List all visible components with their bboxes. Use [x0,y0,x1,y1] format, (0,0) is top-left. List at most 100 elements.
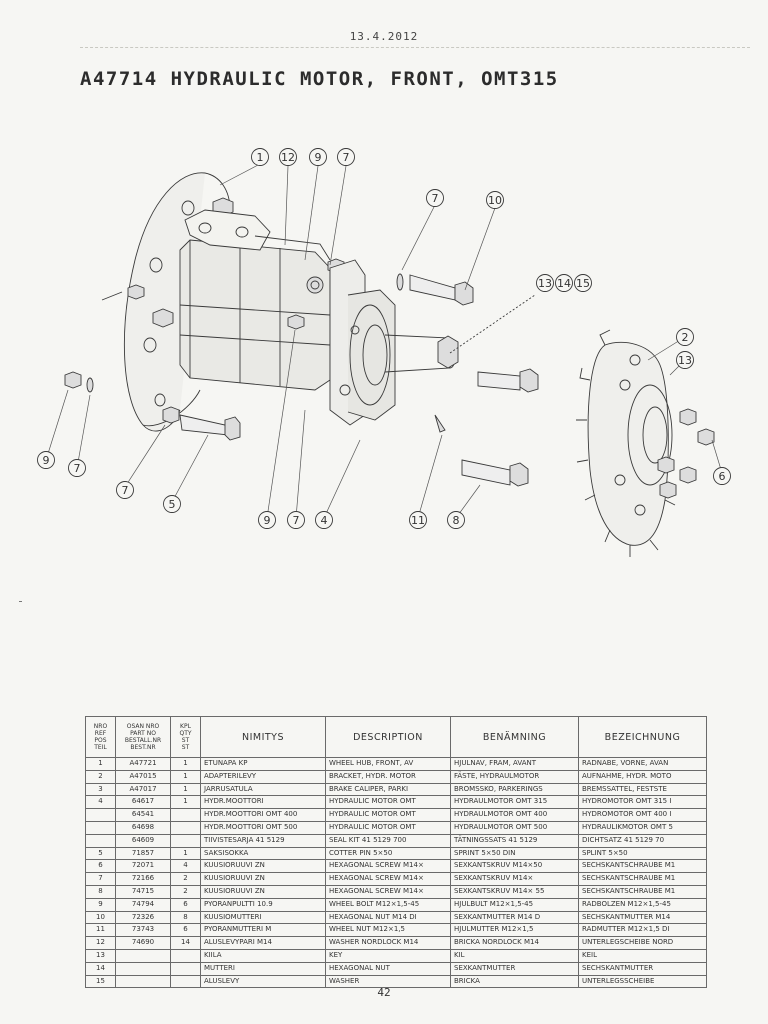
motor-shaft [384,294,536,373]
cell-benamning: SPRINT 5×50 DIN [450,846,579,861]
cell-qty: 8 [170,910,201,925]
cell-benamning: BRICKA NORDLOCK M14 [450,936,579,950]
cell-benamning: SEXKANTSKRUV M14×50 [450,859,579,874]
cell-description: WASHER NORDLOCK M14 [325,936,451,950]
callout-11 [409,511,427,529]
cell-description: BRACKET, HYDR. MOTOR [325,769,451,784]
cell-nimitys: ADAPTERILEVY [200,769,326,784]
exploded-view-drawing: 1 12 9 7 7 10 13 14 15 2 13 6 9 7 7 5 9 … [30,140,750,560]
cell-pos: 10 [85,910,116,925]
cell-part-no: 64541 [115,808,171,822]
callout-9 [258,511,276,529]
cell-bezeichnung: UNTERLEGSSCHEIBE [578,974,707,989]
callout-text: 1 [257,151,264,164]
callout-13 [676,351,694,369]
cell-part-no: 64609 [115,833,171,848]
cell-bezeichnung: BREMSSATTEL, FESTSTE [578,782,707,797]
cell-pos: 8 [85,884,116,899]
page-number: 42 [377,986,391,999]
cell-part-no: 72326 [115,910,171,925]
loose-washers-left [64,371,241,441]
cell-nimitys: ETUNAPA KP [200,757,326,771]
callout-text: 5 [169,498,176,511]
cell-pos: 6 [85,859,116,874]
cell-bezeichnung: SECHSKANTMUTTER M14 [578,910,707,925]
cell-nimitys: KUUSIORUUVI ZN [200,884,326,899]
sprocket-disc [576,329,676,557]
callout-text: 10 [488,194,502,207]
cell-nimitys: HYDR.MOOTTORI OMT 500 [200,820,326,835]
cell-qty: 2 [170,872,201,886]
cell-description: HEXAGONAL SCREW M14× [325,872,451,886]
cell-pos: 4 [85,795,116,810]
cell-pos: 2 [85,769,116,784]
cell-qty [170,833,201,848]
callout-text: 13 [678,354,692,367]
cell-bezeichnung: KEIL [578,948,707,963]
cell-nimitys: KUUSIORUUVI ZN [200,872,326,886]
cell-pos [85,833,116,848]
callout-text: 15 [576,277,590,290]
callout-text: 7 [293,514,300,527]
cell-nimitys: PYORANPULTTI 10.9 [200,897,326,912]
column-header-nimitys: NIMITYS [200,716,326,758]
cell-bezeichnung: DICHTSATZ 41 5129 70 [578,833,707,848]
cell-nimitys: KIILA [200,948,326,963]
callout-text: 7 [343,151,350,164]
callout-4 [315,511,333,529]
cell-part-no [115,961,171,976]
cell-qty [170,808,201,822]
cell-description: HYDRAULIC MOTOR OMT [325,808,451,822]
cell-nimitys: JARRUSATULA [200,782,326,797]
callout-8 [447,511,465,529]
cell-description: SEAL KIT 41 5129 700 [325,833,451,848]
callout-7 [337,148,355,166]
cell-bezeichnung: SECHSKANTSCHRAUBE M1 [578,872,707,886]
cell-bezeichnung: HYDROMOTOR OMT 315 I [578,795,707,810]
header-rule [80,47,750,48]
callout-text: 7 [74,462,81,475]
cell-part-no: A47015 [115,769,171,784]
callout-text: 11 [411,514,425,527]
callout-text: 6 [719,470,726,483]
cell-part-no: 64698 [115,820,171,835]
callout-text: 13 [538,277,552,290]
cell-nimitys: KUUSIOMUTTERI [200,910,326,925]
cell-nimitys: PYORANMUTTERI M [200,923,326,938]
cell-qty: 6 [170,897,201,912]
cell-part-no: A47721 [115,757,171,771]
cell-qty [170,961,201,976]
cell-nimitys: MUTTERI [200,961,326,976]
wheel-nuts [657,408,715,499]
cell-description: KEY [325,948,451,963]
callout-15 [574,274,592,292]
callout-text: 8 [453,514,460,527]
cell-qty [170,948,201,963]
cell-pos: 14 [85,961,116,976]
page-title: A47714 HYDRAULIC MOTOR, FRONT, OMT315 [80,68,559,90]
cell-part-no: 71857 [115,846,171,861]
cell-benamning: SEXKANTSKRUV M14× [450,872,579,886]
flange-bolts [101,197,234,328]
callout-text: 9 [43,454,50,467]
cell-pos: 11 [85,923,116,938]
cell-bezeichnung: AUFNAHME, HYDR. MOTO [578,769,707,784]
callout-2 [676,328,694,346]
callout-text: 14 [557,277,571,290]
cell-pos: 13 [85,948,116,963]
cell-pos: 15 [85,974,116,989]
cell-bezeichnung: SPLINT 5×50 [578,846,707,861]
cell-part-no: A47017 [115,782,171,797]
cell-qty: 14 [170,936,201,950]
cell-nimitys: KUUSIORUUVI ZN [200,859,326,874]
cell-pos: 9 [85,897,116,912]
cell-benamning: HJULMUTTER M12×1,5 [450,923,579,938]
